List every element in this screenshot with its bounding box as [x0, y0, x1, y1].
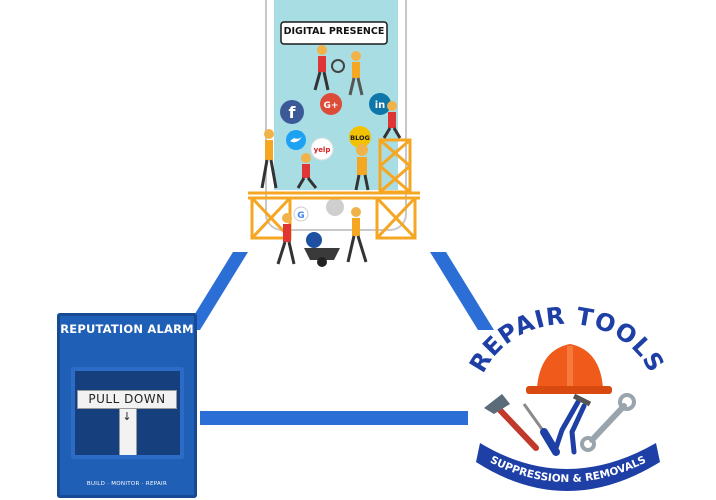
- connector-right: [430, 252, 494, 330]
- pull-down-label: PULL DOWN: [88, 392, 166, 406]
- home-button-icon: [326, 198, 344, 216]
- twitter-icon: [286, 130, 306, 150]
- facebook-icon: f: [280, 100, 304, 124]
- digital-presence-label: DIGITAL PRESENCE: [283, 26, 385, 37]
- svg-text:BLOG: BLOG: [350, 134, 370, 142]
- google-plus-icon: G+: [320, 93, 342, 115]
- alarm-title: REPUTATION ALARM: [60, 322, 194, 336]
- pull-down-handle[interactable]: PULL DOWN: [77, 390, 177, 409]
- connector-bottom: [200, 411, 468, 425]
- hard-hat-icon: [526, 344, 612, 394]
- svg-text:G+: G+: [324, 101, 339, 111]
- worker-figures: G: [260, 45, 402, 267]
- connector-left: [185, 252, 248, 330]
- svg-text:yelp: yelp: [314, 146, 331, 154]
- yelp-icon: yelp: [310, 137, 334, 161]
- pliers-icon: [553, 393, 592, 455]
- suppression-ribbon: [476, 443, 660, 491]
- hammer-icon: [484, 394, 539, 451]
- handle-stem: [119, 409, 137, 455]
- alarm-footer: BUILD · MONITOR · REPAIR: [86, 481, 168, 487]
- svg-text:G: G: [297, 211, 304, 221]
- linkedin-icon: in: [369, 93, 391, 115]
- wrench-icon: [580, 393, 636, 452]
- blog-icon: BLOG: [349, 126, 371, 148]
- banner-box: [280, 21, 388, 45]
- svg-text:in: in: [375, 100, 386, 111]
- svg-text:f: f: [289, 103, 297, 122]
- screwdriver-icon: [522, 403, 560, 456]
- reputation-alarm: REPUTATION ALARM PULL DOWN ↓ BUILD · MON…: [57, 313, 197, 498]
- down-arrow-icon: ↓: [122, 410, 132, 423]
